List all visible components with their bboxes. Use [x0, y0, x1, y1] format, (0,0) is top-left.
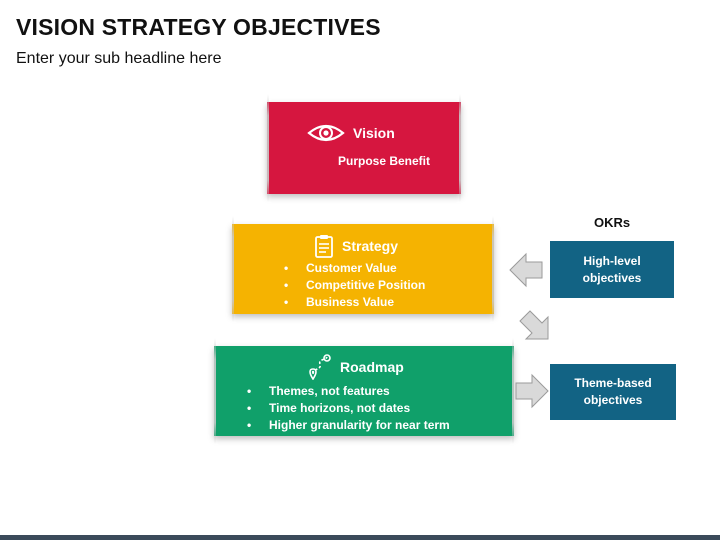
diagonal-arrow-icon: [519, 310, 549, 340]
list-item: Themes, not features: [247, 383, 450, 400]
vision-title: Vision: [353, 125, 395, 141]
roadmap-box: Roadmap Themes, not features Time horizo…: [214, 338, 514, 444]
strategy-list: Customer Value Competitive Position Busi…: [284, 260, 425, 311]
route-icon: [309, 354, 331, 380]
list-item: Competitive Position: [284, 277, 425, 294]
high-level-objectives-text: High-level objectives: [582, 253, 642, 285]
high-level-objectives-box: High-level objectives: [550, 241, 674, 298]
vision-header: Vision: [307, 122, 395, 144]
footer-bar: [0, 535, 720, 540]
roadmap-list: Themes, not features Time horizons, not …: [247, 383, 450, 434]
page-subtitle: Enter your sub headline here: [16, 50, 222, 67]
list-item: Higher granularity for near term: [247, 417, 450, 434]
okrs-label: OKRs: [594, 215, 631, 230]
roadmap-title: Roadmap: [340, 359, 404, 375]
strategy-box: Strategy Customer Value Competitive Posi…: [232, 216, 494, 322]
list-item: Time horizons, not dates: [247, 400, 450, 417]
theme-based-objectives-text: Theme-based objectives: [574, 376, 652, 407]
clipboard-icon: [315, 235, 333, 258]
list-item: Customer Value: [284, 260, 425, 277]
eye-icon: [307, 124, 345, 142]
right-arrow-icon: [515, 373, 549, 409]
vision-box: Vision Purpose Benefit: [267, 94, 461, 202]
vision-subtitle: Purpose Benefit: [337, 154, 430, 168]
roadmap-header: Roadmap: [308, 354, 404, 380]
strategy-header: Strategy: [314, 234, 398, 258]
list-item: Business Value: [284, 294, 425, 311]
left-arrow-icon: [509, 252, 543, 288]
theme-based-objectives-box: Theme-based objectives: [550, 364, 676, 420]
page-title: VISION STRATEGY OBJECTIVES: [16, 14, 381, 40]
strategy-title: Strategy: [342, 238, 399, 254]
